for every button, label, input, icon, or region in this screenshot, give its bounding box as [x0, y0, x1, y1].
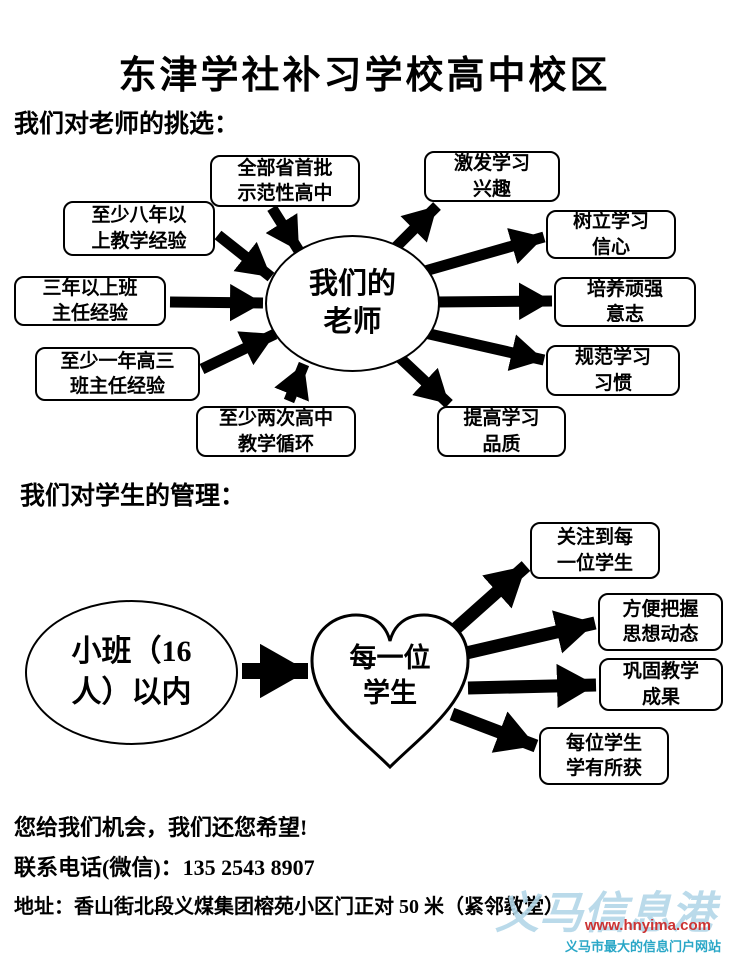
page-title: 东津学社补习学校高中校区	[118, 55, 611, 97]
teacher-outcome-box-3: 培养顽强 意志	[554, 277, 696, 327]
arrow	[467, 663, 597, 709]
student-benefit-box-2: 方便把握 思想动态	[598, 593, 723, 651]
arrow	[169, 283, 264, 322]
arrow	[394, 351, 453, 409]
heart-label: 每一位 学生	[349, 643, 431, 709]
teacher-criteria-box-2: 至少八年以 上教学经验	[63, 201, 215, 256]
teacher-criteria-box-5: 至少两次高中 教学循环	[196, 406, 356, 457]
students-section-heading: 我们对学生的管理：	[20, 482, 246, 510]
arrow	[214, 230, 275, 282]
watermark-url: www.hnyima.com	[584, 917, 711, 934]
arrow	[274, 361, 310, 404]
student-benefit-box-1: 关注到每 一位学生	[530, 522, 660, 579]
address-line: 地址：香山街北段义煤集团榕苑小区门正对 50 米（紧邻教堂）	[14, 896, 564, 918]
teacher-outcome-box-1: 激发学习 兴趣	[424, 151, 560, 202]
phone-line: 联系电话(微信)：135 2543 8907	[14, 855, 315, 880]
heart-shape	[310, 613, 470, 770]
teacher-outcome-box-5: 提高学习 品质	[437, 406, 566, 457]
slogan-line: 您给我们机会，我们还您希望!	[14, 815, 308, 840]
arrow	[392, 202, 441, 251]
teacher-criteria-box-1: 全部省首批 示范性高中	[210, 155, 360, 207]
arrow	[199, 329, 278, 374]
watermark-tagline: 义马市最大的信息门户网站	[564, 939, 721, 954]
arrow	[460, 610, 597, 661]
teacher-outcome-box-2: 树立学习 信心	[546, 210, 676, 259]
student-benefit-box-3: 巩固教学 成果	[599, 658, 723, 711]
class-size-node: 小班（16 人）以内	[25, 600, 238, 745]
student-benefit-box-4: 每位学生 学有所获	[539, 727, 669, 785]
teacher-criteria-box-3: 三年以上班 主任经验	[14, 276, 166, 326]
arrow	[265, 205, 304, 254]
arrow	[423, 228, 546, 277]
watermark-brand: 义马信息港	[495, 889, 715, 938]
teacher-outcome-box-4: 规范学习 习惯	[546, 345, 680, 396]
student-heart-node: 每一位 学生	[300, 605, 480, 775]
heart-icon	[310, 613, 470, 770]
teacher-criteria-box-4: 至少一年高三 班主任经验	[35, 347, 200, 401]
arrow	[423, 327, 546, 371]
teachers-center-node: 我们的 老师	[265, 235, 440, 372]
watermark: 义马信息港 www.hnyima.com 义马市最大的信息门户网站	[475, 874, 725, 958]
arrow	[434, 282, 553, 320]
teachers-section-heading: 我们对老师的挑选：	[14, 110, 240, 138]
